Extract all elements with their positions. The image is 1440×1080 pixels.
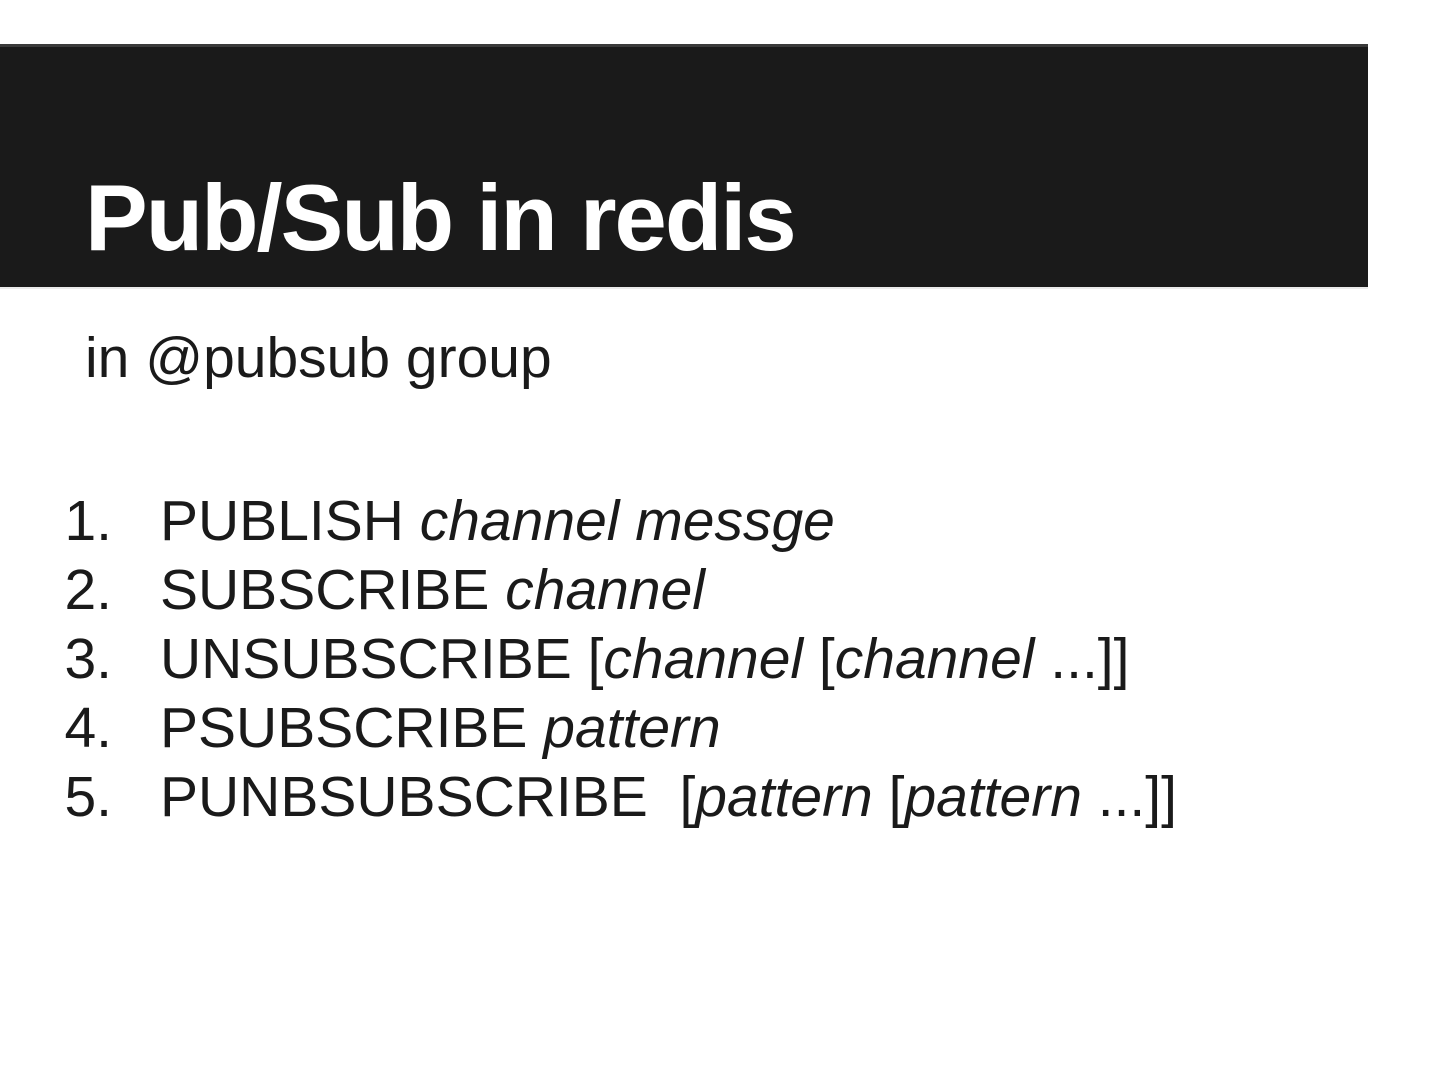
command-text: PSUBSCRIBE pattern	[160, 694, 721, 763]
list-item-number: 2.	[64, 558, 112, 622]
slide-subtitle: in @pubsub group	[85, 326, 552, 390]
command-text: SUBSCRIBE channel	[160, 556, 705, 625]
command-text: PUBLISH channel messge	[160, 487, 835, 556]
command-keyword: UNSUBSCRIBE [	[160, 627, 604, 691]
command-bracket: ...]]	[1081, 765, 1177, 829]
command-list: 1. PUBLISH channel messge 2. SUBSCRIBE c…	[0, 487, 1177, 832]
command-arg: channel messge	[419, 489, 835, 553]
list-item-punbsubscribe: 5. PUNBSUBSCRIBE [pattern [pattern ...]]	[0, 763, 1177, 832]
command-keyword: PUNBSUBSCRIBE [	[160, 765, 696, 829]
command-keyword: SUBSCRIBE	[160, 558, 506, 622]
command-bracket: ...]]	[1034, 627, 1130, 691]
command-arg: pattern	[695, 765, 873, 829]
command-arg: channel	[603, 627, 804, 691]
command-arg: pattern	[904, 765, 1082, 829]
list-item-publish: 1. PUBLISH channel messge	[0, 487, 1177, 556]
list-item-number: 4.	[64, 696, 112, 760]
list-item-psubscribe: 4. PSUBSCRIBE pattern	[0, 694, 1177, 763]
list-item-subscribe: 2. SUBSCRIBE channel	[0, 556, 1177, 625]
command-arg: channel	[505, 558, 705, 622]
command-arg: pattern	[543, 696, 721, 760]
slide-title: Pub/Sub in redis	[85, 164, 797, 270]
command-keyword: PSUBSCRIBE	[160, 696, 544, 760]
list-item-number: 3.	[64, 627, 112, 691]
command-keyword: PUBLISH	[160, 489, 420, 553]
list-item-number: 1.	[64, 489, 112, 553]
command-bracket: [	[872, 765, 905, 829]
command-text: PUNBSUBSCRIBE [pattern [pattern ...]]	[160, 763, 1177, 832]
command-bracket: [	[803, 627, 835, 691]
title-bar: Pub/Sub in redis	[0, 44, 1368, 287]
list-item-unsubscribe: 3. UNSUBSCRIBE [channel [channel ...]]	[0, 625, 1177, 694]
list-item-number: 5.	[64, 765, 112, 829]
command-arg: channel	[834, 627, 1035, 691]
command-text: UNSUBSCRIBE [channel [channel ...]]	[160, 625, 1129, 694]
